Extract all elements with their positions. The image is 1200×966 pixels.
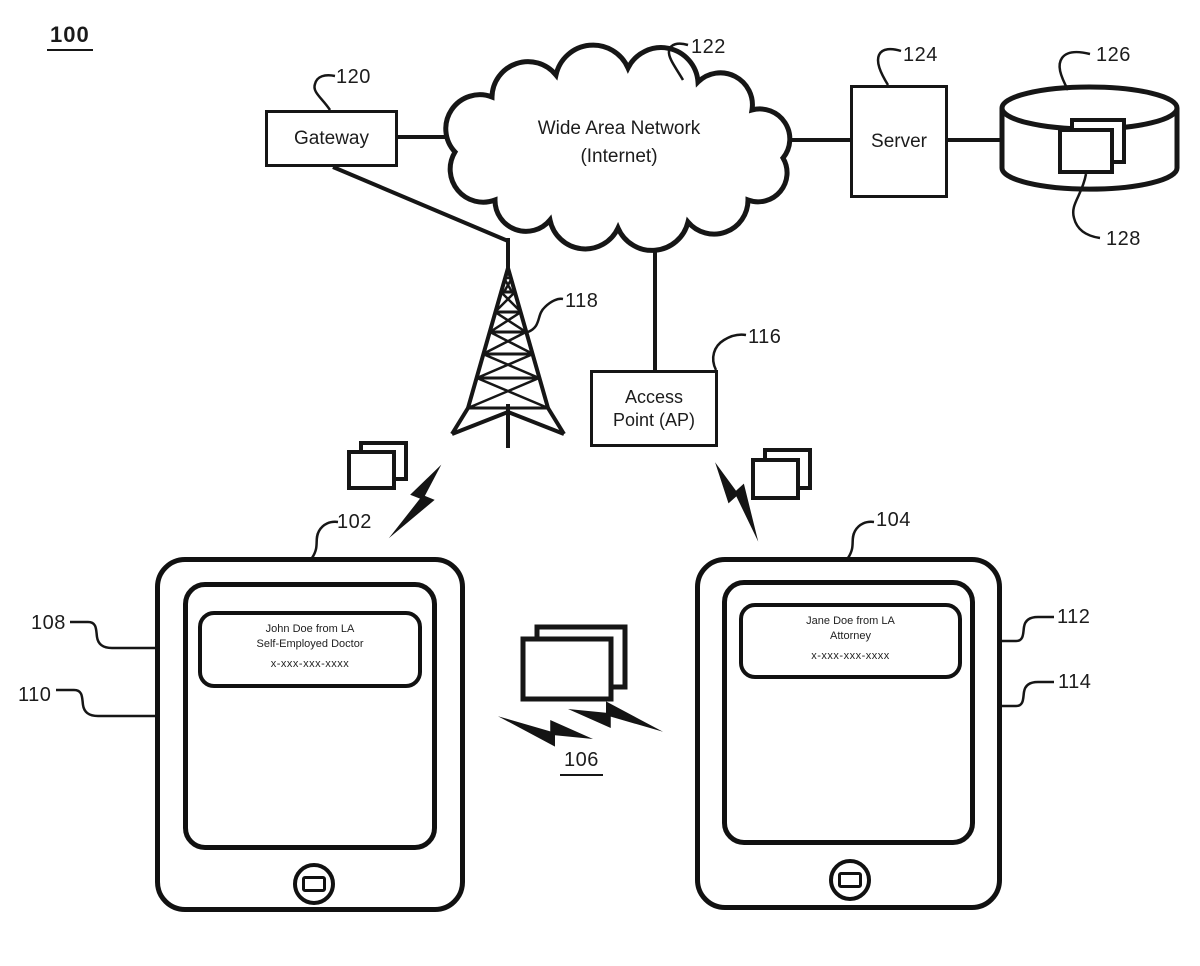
wan-label: Wide Area Network (Internet) (537, 118, 701, 167)
ref-device-a-screen: 110 (18, 684, 52, 706)
access-point-box: Access Point (AP) (590, 370, 718, 447)
database-icon (999, 84, 1180, 192)
documents-icon-tower (347, 441, 408, 490)
ref-device-a-card: 108 (31, 612, 66, 634)
documents-icon-p2p (520, 624, 628, 702)
cell-tower-icon (450, 238, 566, 448)
gateway-tower-link (332, 165, 509, 243)
lightning-bolt-icon-p2p-right (568, 701, 664, 732)
ref-stored-documents: 128 (1106, 228, 1141, 250)
device-b-screen: Jane Doe from LA Attorney x-xxx-xxx-xxxx (722, 580, 975, 845)
ref-device-b: 104 (876, 509, 911, 531)
contact-title: Attorney (830, 630, 871, 642)
access-point-label: Access Point (AP) (612, 386, 696, 430)
documents-icon-ap (751, 448, 812, 500)
ref-device-b-card: 112 (1057, 606, 1091, 628)
home-button (829, 859, 871, 901)
ref-gateway: 120 (336, 66, 371, 88)
lightning-bolt-icon-p2p-left (497, 716, 593, 747)
contact-name: Jane Doe from LA (806, 615, 895, 627)
ref-device-a: 102 (337, 511, 372, 533)
leader-lines (56, 42, 1101, 718)
lightning-bolt-icon-ap (715, 462, 759, 542)
contact-phone: x-xxx-xxx-xxxx (811, 650, 890, 662)
device-a-screen: John Doe from LA Self-Employed Doctor x-… (183, 582, 437, 850)
ref-database: 126 (1096, 44, 1131, 66)
device-a-contact-card: John Doe from LA Self-Employed Doctor x-… (198, 611, 422, 688)
contact-title: Self-Employed Doctor (256, 638, 364, 650)
contact-name: John Doe from LA (265, 623, 355, 635)
tablet-device-a: John Doe from LA Self-Employed Doctor x-… (155, 557, 465, 912)
server-label: Server (871, 130, 927, 152)
ref-access-point: 116 (748, 326, 782, 348)
ref-device-b-screen: 114 (1058, 671, 1092, 693)
stored-documents-icon (1058, 118, 1126, 174)
ref-server: 124 (903, 44, 938, 66)
gateway-box: Gateway (265, 110, 398, 167)
contact-phone: x-xxx-xxx-xxxx (270, 658, 350, 670)
home-button-icon (838, 872, 862, 888)
gateway-label: Gateway (294, 127, 369, 149)
home-button-icon (302, 876, 326, 892)
device-b-contact-card: Jane Doe from LA Attorney x-xxx-xxx-xxxx (739, 603, 962, 679)
ref-cell-tower: 118 (565, 290, 599, 312)
tablet-device-b: Jane Doe from LA Attorney x-xxx-xxx-xxxx (695, 557, 1002, 910)
server-box: Server (850, 85, 948, 198)
home-button (293, 863, 335, 905)
figure-number: 100 (47, 22, 93, 51)
wan-cloud-shape (443, 42, 793, 253)
lightning-bolt-icon-tower (388, 464, 442, 539)
ref-wan: 122 (691, 36, 726, 58)
ref-p2p-exchange: 106 (560, 749, 603, 776)
